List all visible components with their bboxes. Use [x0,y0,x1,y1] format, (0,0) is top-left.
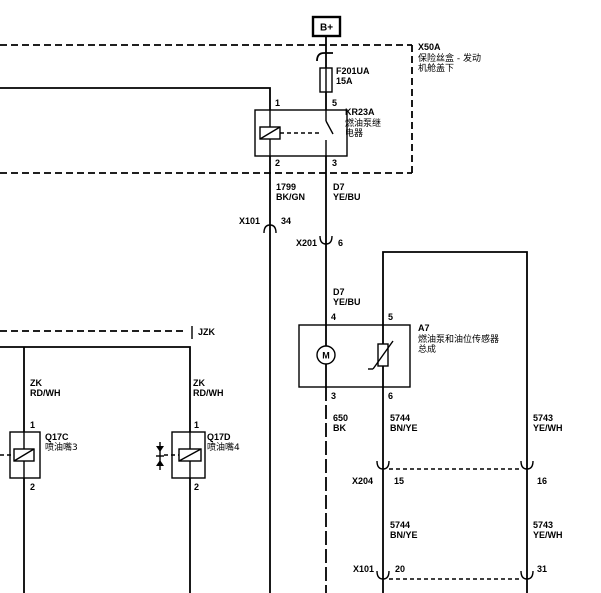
pump-pin-3: 3 [331,391,336,401]
connector-x204-pin-b: 16 [537,476,547,486]
relay-name-line2: 电器 [345,127,363,139]
wire-zk-q17c-circuit: ZK [30,378,42,388]
connector-x201-id: X201 [296,238,317,248]
fuse-box-id: X50A [418,42,441,52]
injector-q17d-pin-bottom: 2 [194,482,199,492]
connector-x101-upper-pin: 34 [281,216,291,226]
wire-650-circuit: 650 [333,413,348,423]
fuse-box-name-line2: 机舱盖下 [418,62,454,74]
injector-q17d-box [171,431,206,479]
wire-5744-upper-circuit: 5744 [390,413,410,423]
wire-zk-q17d-color: RD/WH [193,388,224,398]
connector-x204-id: X204 [352,476,373,486]
injector-q17c-pin-top: 1 [30,420,35,430]
wire-d7-relay-color: YE/BU [333,192,361,202]
fuel-pump-motor-symbol: M [322,351,330,361]
fuse-rating: 15A [336,76,353,86]
wire-5744-lower-circuit: 5744 [390,520,410,530]
connector-x204-pin15-symbol [376,460,390,470]
pump-pin-6: 6 [388,391,393,401]
injector-q17d-valve-icon [156,442,164,470]
pump-assembly-box [298,324,411,388]
relay-box [254,109,348,157]
relay-pin-2: 2 [275,158,280,168]
valve-arrow-down [156,446,164,452]
wire-5744-upper-color: BN/YE [390,423,418,433]
bus-bar-tap-symbol [316,52,333,62]
wire-5744-lower-color: BN/YE [390,530,418,540]
pump-assembly-id: A7 [418,323,430,333]
relay-coil-diagonal [259,126,281,140]
injector-q17c-id: Q17C [45,432,69,442]
connector-x101-upper-id: X101 [239,216,260,226]
connector-x201-pin6-symbol [319,235,333,245]
connector-x101-pin34-symbol [263,224,277,234]
wire-sensor-loop-5743 [382,251,528,593]
connector-x204-pin-a: 15 [394,476,404,486]
battery-positive-label: B+ [320,23,333,34]
wire-650-color: BK [333,423,346,433]
wire-relay-pin1-feed [0,87,271,110]
wire-1799-circuit: 1799 [276,182,296,192]
wire-1799-color: BK/GN [276,192,305,202]
relay-pin-1: 1 [275,98,280,108]
injector-q17d-name: 喷油嘴4 [207,441,240,453]
pump-assembly-name-line1: 燃油泵和油位传感器 [418,333,499,345]
relay-pin-3: 3 [332,158,337,168]
fuse-box-boundary [0,44,413,174]
connector-x101-lower-pin-b: 31 [537,564,547,574]
valve-arrow-up [156,460,164,466]
fuse-id: F201UA [336,66,370,76]
relay-pin-5: 5 [332,98,337,108]
injector-q17c-pin-bottom: 2 [30,482,35,492]
fuse-box-name-line1: 保险丝盒 - 发动 [418,52,481,64]
connector-x101-lower-pin-a: 20 [395,564,405,574]
wire-d7-pump-color: YE/BU [333,297,361,307]
connector-x101-lower-id: X101 [353,564,374,574]
connector-x101-pin20-symbol [376,570,390,580]
wire-5743-upper-circuit: 5743 [533,413,553,423]
relay-switch-blade [325,120,334,135]
connector-x204-pin16-symbol [520,460,534,470]
relay-id: KR23A [345,107,375,117]
wire-5743-upper-color: YE/WH [533,423,563,433]
pump-assembly-name-line2: 总成 [418,343,436,355]
pump-pin-4: 4 [331,312,336,322]
wire-zk-q17d-circuit: ZK [193,378,205,388]
wire-zk-q17c-color: RD/WH [30,388,61,398]
wire-d7-pump-circuit: D7 [333,287,345,297]
injector-q17c-name: 喷油嘴3 [45,441,78,453]
pump-pin-5: 5 [388,312,393,322]
relay-name-line1: 燃油泵继 [345,117,381,129]
fuel-level-sensor-wiper [372,340,394,370]
injector-q17d-id: Q17D [207,432,231,442]
splice-bus-to-q17d [0,346,191,432]
injector-q17d-coil-diagonal [178,448,202,462]
connector-x201-pin: 6 [338,238,343,248]
wire-d7-relay-circuit: D7 [333,182,345,192]
wire-5743-lower-circuit: 5743 [533,520,553,530]
wire-5743-lower-color: YE/WH [533,530,563,540]
splice-id: JZK [198,327,216,337]
injector-q17c-coil-diagonal [13,448,35,462]
injector-q17d-pin-top: 1 [194,420,199,430]
connector-x101-pin31-symbol [520,570,534,580]
